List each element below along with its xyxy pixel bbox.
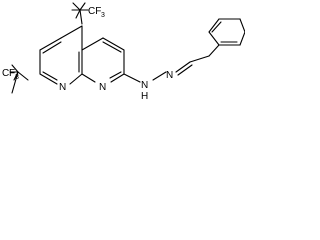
cf3-top-subscript: 3 — [101, 12, 105, 19]
cf3-left-label: F — [9, 68, 15, 79]
molecule-svg: CF 3 C F 3 N N N H N — [2, 2, 246, 102]
hydrazone-nh-nitrogen: N — [141, 80, 148, 91]
hydrazone-h: H — [141, 91, 148, 102]
ring-nitrogen-left: N — [59, 82, 66, 93]
cf3-left-group — [9, 64, 29, 94]
imine-nitrogen: N — [166, 70, 173, 81]
naphthyridine-left-ring — [39, 25, 83, 85]
cf3-top-label: CF — [88, 6, 101, 17]
cf3-top-group — [71, 2, 89, 25]
cf3-left-prefix: C — [2, 68, 9, 79]
naphthyridine-right-ring — [81, 37, 125, 83]
hydrazone-chain — [123, 44, 220, 83]
cf3-left-subscript: 3 — [15, 74, 19, 81]
molecule-structure-diagram: CF 3 C F 3 N N N H N — [0, 0, 246, 111]
ring-nitrogen-right: N — [99, 82, 106, 93]
phenyl-ring — [208, 18, 246, 46]
